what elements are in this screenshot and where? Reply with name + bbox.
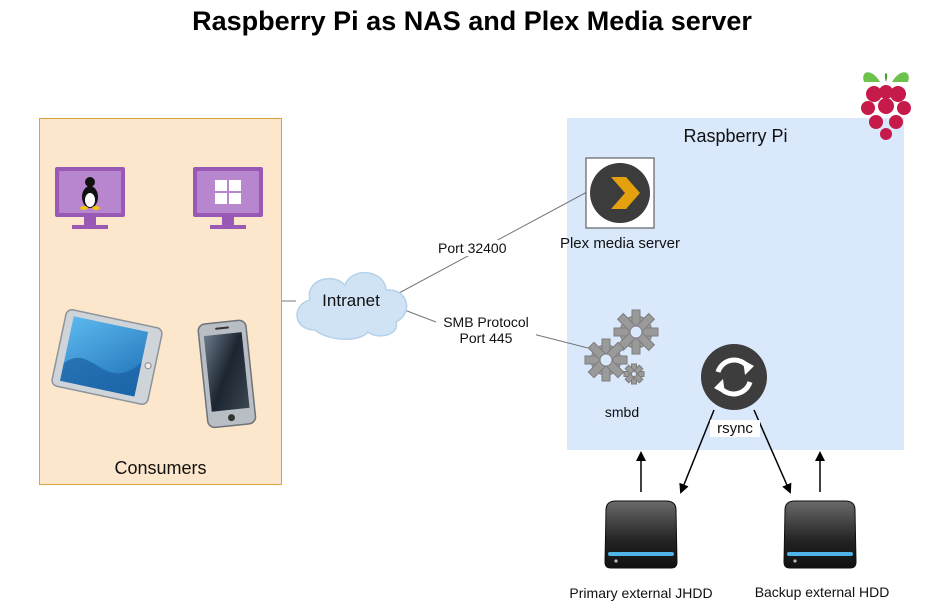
windows-monitor-icon — [193, 167, 263, 229]
intranet-cloud-icon — [296, 271, 408, 340]
intranet-label: Intranet — [322, 291, 380, 310]
backup-hdd-icon — [783, 500, 857, 569]
primary-hdd-label: Primary external JHDD — [569, 585, 713, 601]
gears-icon — [584, 309, 659, 385]
primary-hdd-icon — [604, 500, 678, 569]
consumers-label: Consumers — [114, 458, 207, 478]
smartphone-icon — [197, 319, 257, 429]
tablet-icon — [51, 309, 163, 405]
sync-icon — [701, 344, 767, 410]
smb-link-label-line1: SMB Protocol — [443, 314, 529, 330]
hdd-arrows — [636, 409, 825, 494]
rsync-label: rsync — [710, 420, 760, 437]
plex-link-label: Port 32400 — [436, 240, 509, 256]
plex-icon — [585, 157, 655, 229]
raspberry-pi-logo-icon — [861, 72, 911, 140]
linux-monitor-icon — [55, 167, 125, 229]
backup-hdd-label: Backup external HDD — [754, 584, 890, 600]
plex-label: Plex media server — [559, 235, 681, 252]
raspberry-pi-label: Raspberry Pi — [683, 126, 788, 146]
smb-link-label: SMB Protocol Port 445 — [436, 314, 536, 346]
smb-link-label-line2: Port 445 — [459, 330, 513, 346]
smbd-label: smbd — [604, 404, 640, 420]
diagram-title: Raspberry Pi as NAS and Plex Media serve… — [192, 6, 752, 36]
